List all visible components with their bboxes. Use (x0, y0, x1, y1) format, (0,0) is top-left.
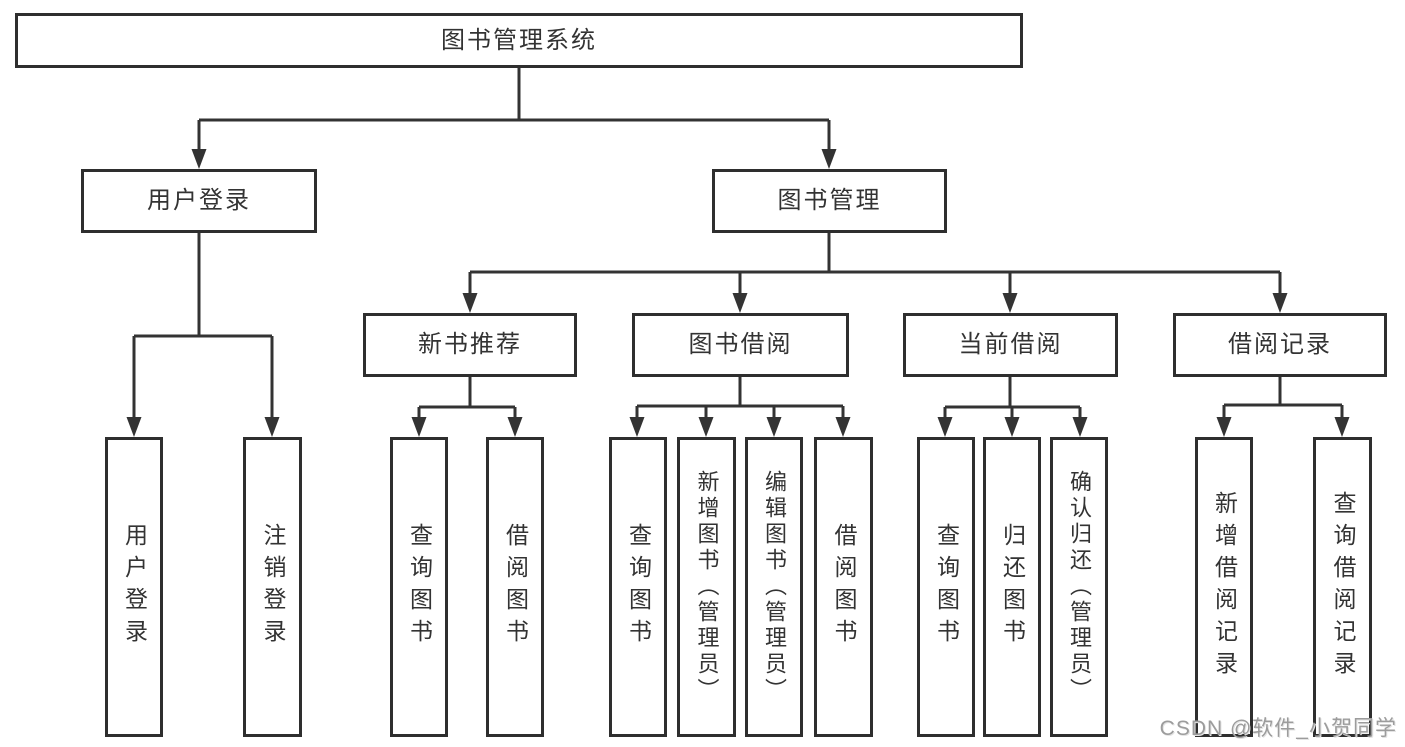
node-root: 图书管理系统 (15, 13, 1023, 68)
leaf-confirm-return-admin: 确认归还（管理员） (1050, 437, 1108, 737)
connector-book-management-to-level3 (462, 233, 1288, 313)
leaf-user-login: 用户登录 (105, 437, 163, 737)
leaf-query-borrow-record: 查询借阅记录 (1313, 437, 1372, 737)
node-root-label: 图书管理系统 (441, 26, 597, 54)
leaf-borrow-books: 借阅图书 (814, 437, 873, 737)
node-book-management-label: 图书管理 (777, 187, 882, 214)
leaf-add-books-admin-label: 新增图书（管理员） (694, 470, 720, 704)
leaf-add-books-admin: 新增图书（管理员） (677, 437, 736, 737)
connector-new-book-recommend-to-leaves (411, 377, 523, 437)
leaf-confirm-return-admin-label: 确认归还（管理员） (1067, 470, 1092, 704)
arrowhead (126, 417, 142, 437)
node-book-borrowing-label: 图书借阅 (688, 331, 793, 358)
leaf-borrowing-query-books: 查询图书 (609, 437, 667, 737)
arrowhead (462, 293, 478, 313)
leaf-return-books: 归还图书 (983, 437, 1041, 737)
leaf-borrowing-query-books-label: 查询图书 (625, 523, 652, 651)
connector-user-login-to-leaves (126, 233, 280, 437)
node-new-book-recommend-label: 新书推荐 (418, 331, 522, 358)
node-book-management: 图书管理 (712, 169, 947, 233)
leaf-return-books-label: 归还图书 (999, 523, 1026, 651)
leaf-query-borrow-record-label: 查询借阅记录 (1330, 491, 1356, 683)
leaf-recommend-query-books: 查询图书 (390, 437, 448, 737)
arrowhead (732, 293, 748, 313)
arrowhead (191, 149, 207, 169)
leaf-current-query-books: 查询图书 (917, 437, 975, 737)
leaf-recommend-query-books-label: 查询图书 (406, 523, 433, 651)
arrowhead (698, 417, 714, 437)
arrowhead (507, 417, 523, 437)
node-new-book-recommend: 新书推荐 (363, 313, 577, 377)
leaf-recommend-borrow-books: 借阅图书 (486, 437, 544, 737)
connector-borrowing-records-to-leaves (1216, 377, 1350, 437)
arrowhead (1334, 417, 1350, 437)
connector-current-borrowing-to-leaves (937, 377, 1088, 437)
leaf-borrow-books-label: 借阅图书 (831, 523, 857, 651)
node-current-borrowing: 当前借阅 (903, 313, 1118, 377)
arrowhead (1216, 417, 1232, 437)
node-user-login: 用户登录 (81, 169, 317, 233)
arrowhead (835, 417, 851, 437)
arrowhead (1004, 417, 1020, 437)
leaf-user-login-label: 用户登录 (121, 523, 148, 651)
leaf-logout: 注销登录 (243, 437, 302, 737)
arrowhead (629, 417, 645, 437)
connector-root-to-level2 (191, 68, 837, 169)
arrowhead (264, 417, 280, 437)
node-book-borrowing: 图书借阅 (632, 313, 849, 377)
leaf-current-query-books-label: 查询图书 (933, 523, 960, 651)
leaf-recommend-borrow-books-label: 借阅图书 (502, 523, 529, 651)
arrowhead (821, 149, 837, 169)
leaf-add-borrow-record: 新增借阅记录 (1195, 437, 1253, 737)
arrowhead (1072, 417, 1088, 437)
arrowhead (1272, 293, 1288, 313)
arrowhead (411, 417, 427, 437)
arrowhead (1002, 293, 1018, 313)
arrowhead (766, 417, 782, 437)
connector-book-borrowing-to-leaves (629, 377, 851, 437)
leaf-add-borrow-record-label: 新增借阅记录 (1211, 491, 1238, 683)
node-current-borrowing-label: 当前借阅 (958, 331, 1063, 358)
csdn-watermark: CSDN @软件_小贺同学 (1159, 717, 1397, 740)
leaf-logout-label: 注销登录 (260, 523, 286, 651)
leaf-edit-books-admin: 编辑图书（管理员） (745, 437, 803, 737)
node-user-login-label: 用户登录 (147, 187, 251, 214)
arrowhead (937, 417, 953, 437)
node-borrowing-records: 借阅记录 (1173, 313, 1387, 377)
node-borrowing-records-label: 借阅记录 (1228, 331, 1332, 358)
leaf-edit-books-admin-label: 编辑图书（管理员） (762, 470, 787, 704)
